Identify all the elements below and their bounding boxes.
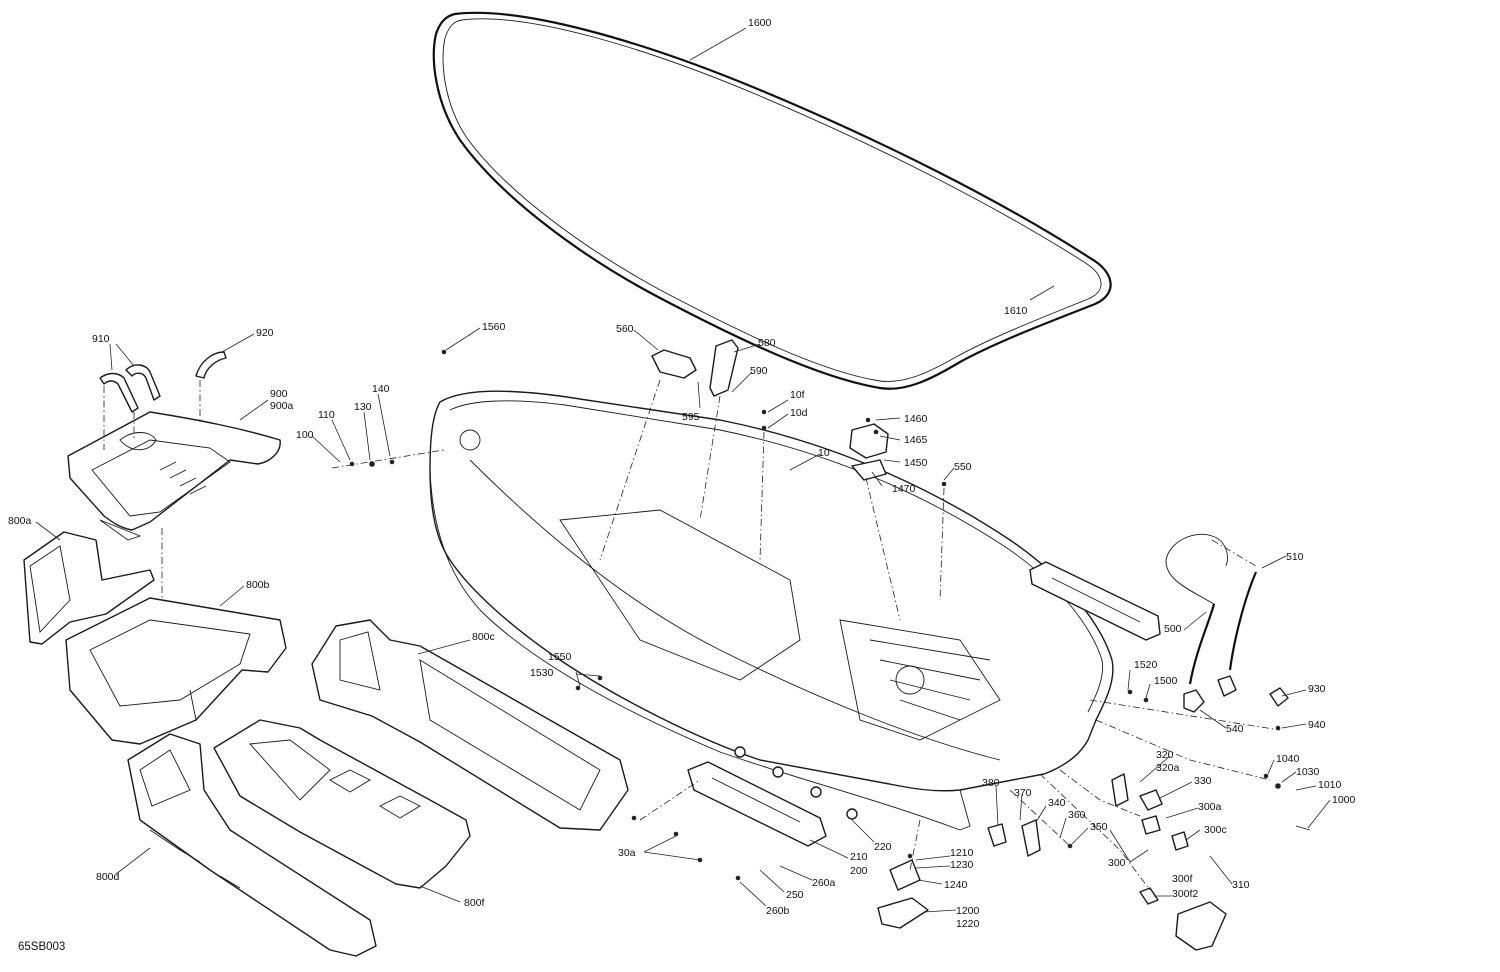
assembly-centerlines <box>103 379 1281 891</box>
callout-1460: 1460 <box>904 413 928 425</box>
callout-260b: 260b <box>766 905 790 917</box>
callout-540: 540 <box>1226 723 1244 735</box>
callout-110: 110 <box>318 409 335 421</box>
callout-1470: 1470 <box>892 483 916 495</box>
callout-30a: 30a <box>618 847 636 859</box>
callout-1040: 1040 <box>1276 753 1300 765</box>
callout-590: 590 <box>750 365 768 377</box>
callout-100: 100 <box>296 429 314 441</box>
callout-250: 250 <box>786 889 804 901</box>
callout-260a: 260a <box>812 877 836 889</box>
hose-drawing <box>1165 533 1258 685</box>
callout-300a: 300a <box>1198 801 1222 813</box>
callout-1600: 1600 <box>748 17 772 29</box>
callout-800d: 800d <box>96 871 120 883</box>
callout-1210: 1210 <box>950 847 974 859</box>
callout-330: 330 <box>1194 775 1212 787</box>
fasteners-drawing <box>349 349 1281 881</box>
callout-1230: 1230 <box>950 859 974 871</box>
foam-800a-drawing <box>23 531 155 645</box>
callout-320a: 320a <box>1156 762 1180 774</box>
callout-340: 340 <box>1048 797 1066 809</box>
callout-940: 940 <box>1308 719 1326 731</box>
callout-350: 350 <box>1090 821 1108 833</box>
callout-10: 10 <box>818 447 830 459</box>
callout-10f: 10f <box>790 389 805 401</box>
leader-lines <box>35 27 1331 913</box>
callout-1550: 1550 <box>548 651 572 663</box>
callout-510: 510 <box>1286 551 1304 563</box>
callout-910: 910 <box>92 333 110 345</box>
callout-920: 920 <box>256 327 274 339</box>
callout-800b: 800b <box>246 579 270 591</box>
callout-1010: 1010 <box>1318 779 1342 791</box>
callout-130: 130 <box>354 401 372 413</box>
callout-900a: 900a <box>270 400 294 412</box>
callout-1560: 1560 <box>482 321 506 333</box>
callout-800c: 800c <box>472 631 495 643</box>
callout-380: 380 <box>982 777 1000 789</box>
fittings-540-930-drawing <box>1183 675 1289 713</box>
callout-1030: 1030 <box>1296 766 1320 778</box>
callout-370: 370 <box>1014 787 1032 799</box>
callout-labels: 1600 1610 910 920 900 900a 800a 800b 800… <box>8 17 1356 930</box>
callout-1200: 1200 <box>956 905 980 917</box>
brackets-560-580-drawing <box>651 339 739 397</box>
callout-560: 560 <box>616 323 634 335</box>
reference-code: 65SB003 <box>18 941 65 953</box>
callout-140: 140 <box>372 383 390 395</box>
callout-1000: 1000 <box>1332 794 1356 806</box>
callout-200: 200 <box>850 865 868 877</box>
foam-800b-drawing <box>65 597 287 745</box>
foam-800c-drawing <box>311 619 629 831</box>
callout-1450: 1450 <box>904 457 928 469</box>
side-rail-drawing <box>687 746 858 847</box>
starboard-rail-drawing <box>1029 561 1161 641</box>
callout-800f: 800f <box>464 897 485 909</box>
intake-parts-drawing <box>877 859 929 929</box>
callout-360: 360 <box>1068 809 1086 821</box>
callout-1240: 1240 <box>944 879 968 891</box>
foam-800f-drawing <box>213 719 471 889</box>
callout-1610: 1610 <box>1004 305 1028 317</box>
callout-500: 500 <box>1164 623 1182 635</box>
callout-300f: 300f <box>1172 873 1193 885</box>
callout-580: 580 <box>758 337 776 349</box>
hull-body-drawing <box>429 390 1114 831</box>
callout-300: 300 <box>1108 857 1126 869</box>
callout-900: 900 <box>270 388 288 400</box>
foam-800d-drawing <box>127 733 377 957</box>
callout-310: 310 <box>1232 879 1250 891</box>
callout-10d: 10d <box>790 407 808 419</box>
hull-gasket-drawing <box>432 11 1112 390</box>
callout-930: 930 <box>1308 683 1326 695</box>
callout-300f2: 300f2 <box>1172 888 1198 900</box>
callout-1530: 1530 <box>530 667 554 679</box>
callout-1500: 1500 <box>1154 675 1178 687</box>
callout-595: 595 <box>682 411 700 423</box>
callout-210: 210 <box>850 851 868 863</box>
grab-handles-drawing <box>99 351 227 413</box>
callout-800a: 800a <box>8 515 32 527</box>
pump-top-drawing <box>849 423 889 481</box>
callout-300c: 300c <box>1204 824 1227 836</box>
callout-550: 550 <box>954 461 972 473</box>
callout-1465: 1465 <box>904 434 928 446</box>
callout-220: 220 <box>874 841 892 853</box>
steering-parts-drawing <box>987 773 1311 951</box>
callout-1520: 1520 <box>1134 659 1158 671</box>
callout-320: 320 <box>1156 749 1174 761</box>
seat-base-drawing <box>67 411 281 541</box>
callout-1220: 1220 <box>956 918 980 930</box>
